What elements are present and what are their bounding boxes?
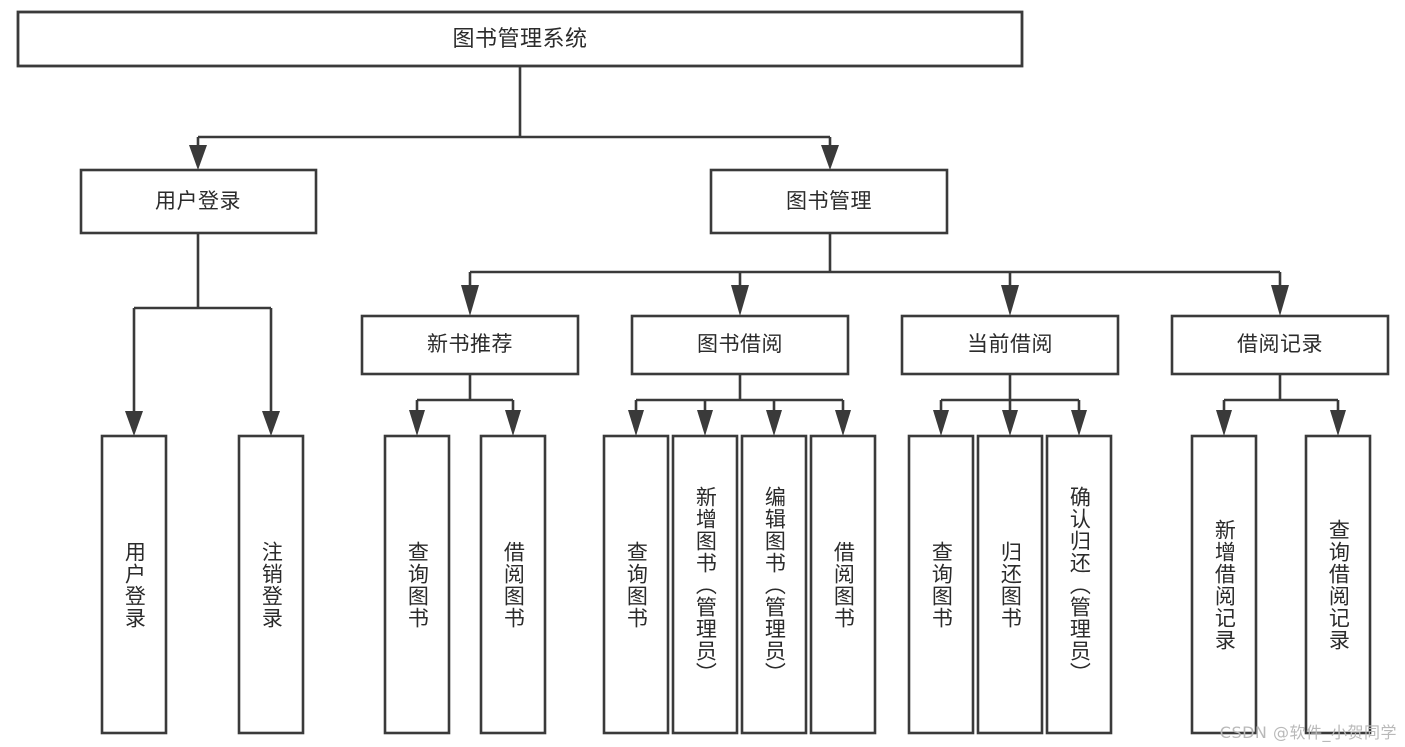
arrow-current-leaf2-icon bbox=[1002, 410, 1018, 436]
node-root-label: 图书管理系统 bbox=[452, 27, 587, 52]
arrow-record-leaf1-icon bbox=[1216, 410, 1232, 436]
node-user-login[interactable]: 用户登录 bbox=[79, 168, 318, 235]
leaf-box-borrow-record-2[interactable] bbox=[1304, 434, 1372, 735]
node-new-book-recommend-box[interactable] bbox=[360, 314, 580, 376]
arrow-current-leaf1-icon bbox=[933, 410, 949, 436]
connector-group-newbook bbox=[409, 374, 521, 436]
csdn-watermark: CSDN @软件_小贺同学 bbox=[1219, 723, 1397, 742]
connector-group-borrow bbox=[628, 374, 851, 436]
connector-group-current bbox=[933, 374, 1087, 436]
arrow-bookmgmt-child1-icon bbox=[461, 285, 479, 316]
leaf-boxes-new-book-recommend bbox=[383, 434, 547, 735]
node-book-borrow-label: 图书借阅 bbox=[697, 332, 783, 356]
arrow-root-to-bookmgmt-icon bbox=[821, 145, 839, 170]
connector-group-record bbox=[1216, 374, 1346, 436]
leaf-box-borrow-record-1[interactable] bbox=[1190, 434, 1258, 735]
node-book-management-box[interactable] bbox=[709, 168, 949, 235]
arrow-borrow-leaf2-icon bbox=[697, 410, 713, 436]
leaf-box-current-borrow-3[interactable] bbox=[1045, 434, 1113, 735]
arrow-borrow-leaf3-icon bbox=[766, 410, 782, 436]
leaf-box-book-borrow-2[interactable] bbox=[671, 434, 739, 735]
leaf-box-user-login-1[interactable] bbox=[100, 434, 168, 735]
node-current-borrow[interactable]: 当前借阅 bbox=[900, 314, 1120, 376]
leaf-box-user-login-2[interactable] bbox=[237, 434, 305, 735]
node-current-borrow-box[interactable] bbox=[900, 314, 1120, 376]
leaf-box-book-borrow-1[interactable] bbox=[602, 434, 670, 735]
leaf-box-book-borrow-3[interactable] bbox=[740, 434, 808, 735]
node-borrow-record-label: 借阅记录 bbox=[1237, 332, 1323, 356]
connector-group-bookmgmt bbox=[461, 233, 1289, 316]
node-new-book-recommend-label: 新书推荐 bbox=[427, 332, 513, 356]
node-book-borrow-box[interactable] bbox=[630, 314, 850, 376]
leaf-boxes-user-login bbox=[100, 434, 305, 735]
node-book-management-label: 图书管理 bbox=[786, 189, 872, 213]
arrow-borrow-leaf1-icon bbox=[628, 410, 644, 436]
arrow-newbook-leaf1-icon bbox=[409, 410, 425, 436]
leaf-boxes-book-borrow bbox=[602, 434, 877, 735]
node-book-borrow[interactable]: 图书借阅 bbox=[630, 314, 850, 376]
leaf-box-current-borrow-1[interactable] bbox=[907, 434, 975, 735]
arrow-bookmgmt-child4-icon bbox=[1271, 285, 1289, 316]
arrow-bookmgmt-child3-icon bbox=[1001, 285, 1019, 316]
arrow-record-leaf2-icon bbox=[1330, 410, 1346, 436]
arrow-bookmgmt-child2-icon bbox=[731, 285, 749, 316]
node-borrow-record-box[interactable] bbox=[1170, 314, 1390, 376]
connector-group-root bbox=[189, 66, 839, 170]
node-current-borrow-label: 当前借阅 bbox=[967, 332, 1053, 356]
arrow-borrow-leaf4-icon bbox=[835, 410, 851, 436]
node-root[interactable]: 图书管理系统 bbox=[16, 10, 1024, 68]
leaf-box-new-book-2[interactable] bbox=[479, 434, 547, 735]
node-book-management[interactable]: 图书管理 bbox=[709, 168, 949, 235]
leaf-boxes-current-borrow bbox=[907, 434, 1113, 735]
node-root-box[interactable] bbox=[16, 10, 1024, 68]
leaf-box-current-borrow-2[interactable] bbox=[976, 434, 1044, 735]
arrow-userlogin-leaf2-icon bbox=[262, 411, 280, 436]
node-user-login-label: 用户登录 bbox=[155, 189, 241, 213]
arrow-root-to-userlogin-icon bbox=[189, 145, 207, 170]
arrow-userlogin-leaf1-icon bbox=[125, 411, 143, 436]
node-user-login-box[interactable] bbox=[79, 168, 318, 235]
leaf-box-new-book-1[interactable] bbox=[383, 434, 451, 735]
leaf-box-book-borrow-4[interactable] bbox=[809, 434, 877, 735]
node-new-book-recommend[interactable]: 新书推荐 bbox=[360, 314, 580, 376]
arrow-current-leaf3-icon bbox=[1071, 410, 1087, 436]
leaf-boxes-borrow-record bbox=[1190, 434, 1372, 735]
node-borrow-record[interactable]: 借阅记录 bbox=[1170, 314, 1390, 376]
arrow-newbook-leaf2-icon bbox=[505, 410, 521, 436]
connector-group-userlogin bbox=[125, 233, 280, 436]
